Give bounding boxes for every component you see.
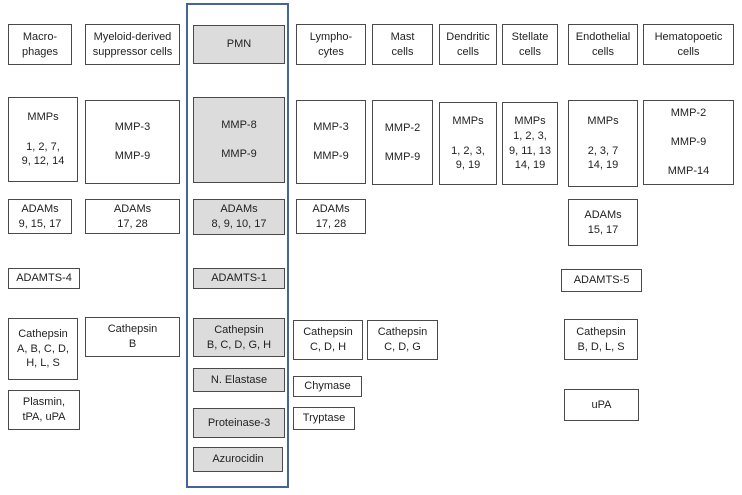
- box-lymphocytes-mmps: MMP-3 MMP-9: [296, 100, 366, 184]
- box-pmn-adams: ADAMs 8, 9, 10, 17: [193, 199, 285, 235]
- box-mdsc-mmps: MMP-3 MMP-9: [85, 100, 180, 184]
- box-pmn-proteinase: Proteinase-3: [193, 408, 285, 438]
- box-macrophages-adamts: ADAMTS-4: [8, 268, 80, 289]
- header-endothelial-cells: Endothelial cells: [568, 24, 638, 65]
- box-macrophages-cathepsin: Cathepsin A, B, C, D, H, L, S: [8, 318, 78, 380]
- header-myeloid-derived-suppressor-cells: Myeloid-derived suppressor cells: [85, 24, 180, 65]
- box-endothelial-cathepsin: Cathepsin B, D, L, S: [564, 319, 638, 360]
- header-pmn: PMN: [193, 25, 285, 64]
- box-stellate-mmps: MMPs 1, 2, 3, 9, 11, 13 14, 19: [502, 102, 558, 185]
- header-macrophages: Macro- phages: [8, 24, 72, 65]
- box-dendritic-mmps: MMPs 1, 2, 3, 9, 19: [439, 102, 497, 185]
- header-lymphocytes: Lympho- cytes: [296, 24, 366, 65]
- box-hematopoetic-mmps: MMP-2 MMP-9 MMP-14: [643, 100, 734, 185]
- box-endothelial-adamts: ADAMTS-5: [561, 269, 642, 292]
- box-lymphocytes-chymase: Chymase: [293, 376, 362, 397]
- pmn-column-highlight-border: [186, 3, 289, 488]
- box-mdsc-cathepsin: Cathepsin B: [85, 317, 180, 357]
- box-endothelial-mmps: MMPs 2, 3, 7 14, 19: [568, 100, 638, 187]
- box-lymphocytes-adams: ADAMs 17, 28: [296, 199, 366, 234]
- box-pmn-azurocidin: Azurocidin: [193, 447, 283, 472]
- header-stellate-cells: Stellate cells: [502, 24, 558, 65]
- box-macrophages-adams: ADAMs 9, 15, 17: [8, 199, 72, 234]
- box-macrophages-mmps: MMPs 1, 2, 7, 9, 12, 14: [8, 97, 78, 182]
- box-mast-cathepsin: Cathepsin C, D, G: [367, 320, 438, 360]
- box-pmn-elastase: N. Elastase: [193, 368, 285, 392]
- box-pmn-adamts: ADAMTS-1: [193, 268, 285, 289]
- header-dendritic-cells: Dendritic cells: [439, 24, 497, 65]
- box-pmn-cathepsin: Cathepsin B, C, D, G, H: [193, 318, 285, 357]
- box-macrophages-plasmin: Plasmin, tPA, uPA: [8, 390, 80, 430]
- box-endothelial-upa: uPA: [564, 389, 639, 421]
- box-pmn-mmps: MMP-8 MMP-9: [193, 97, 285, 183]
- box-endothelial-adams: ADAMs 15, 17: [568, 199, 638, 246]
- box-mast-mmps: MMP-2 MMP-9: [372, 100, 433, 185]
- box-lymphocytes-tryptase: Tryptase: [293, 407, 355, 430]
- box-mdsc-adams: ADAMs 17, 28: [85, 199, 180, 234]
- header-mast-cells: Mast cells: [372, 24, 433, 65]
- header-hematopoetic-cells: Hematopoetic cells: [643, 24, 734, 65]
- box-lymphocytes-cathepsin: Cathepsin C, D, H: [293, 320, 363, 360]
